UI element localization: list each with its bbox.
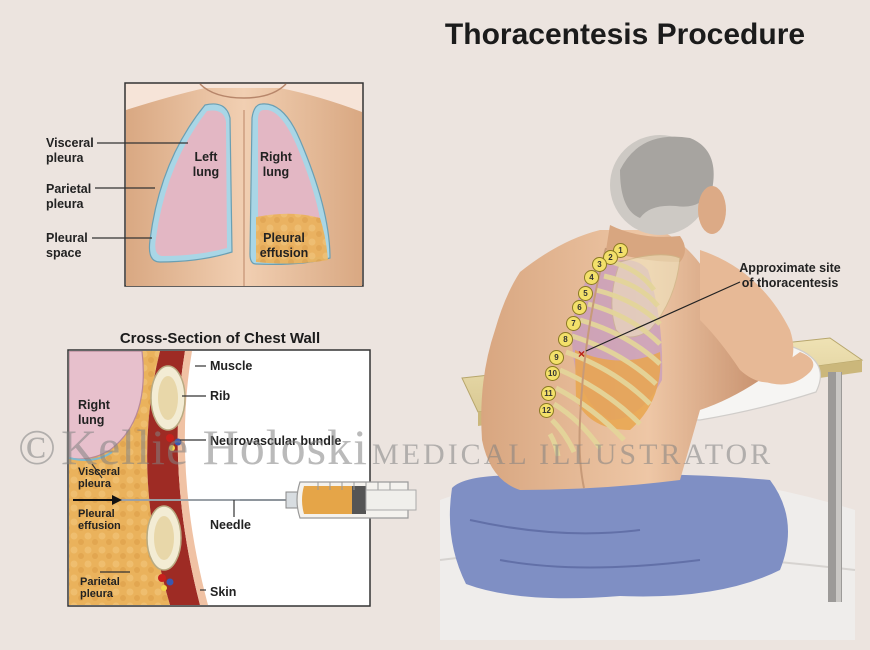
left-lung	[148, 103, 233, 263]
rib-number-8: 8	[558, 332, 573, 347]
label-pleural-space: Pleural space	[46, 231, 88, 260]
rib-number-7: 7	[566, 316, 581, 331]
rib-number-4: 4	[584, 270, 599, 285]
cs-label-neurovascular-bundle: Neurovascular bundle	[210, 434, 342, 448]
cs-label-rib: Rib	[210, 389, 231, 403]
rib-number-12: 12	[539, 403, 554, 418]
cs-label-needle: Needle	[210, 518, 251, 532]
lungs-panel	[92, 82, 364, 287]
cross-section-panel	[67, 349, 417, 607]
rib-number-9: 9	[549, 350, 564, 365]
cs-label-right-lung: Right lung	[78, 398, 110, 427]
label-left-lung: Left lung	[192, 150, 220, 179]
svg-text:×: ×	[578, 347, 585, 361]
rib-number-10: 10	[545, 366, 560, 381]
page-title: Thoracentesis Procedure	[444, 18, 806, 51]
patient-scene: ×	[439, 135, 864, 640]
rib-number-11: 11	[541, 386, 556, 401]
right-lung	[249, 103, 331, 265]
cross-section-title: Cross-Section of Chest Wall	[119, 330, 321, 347]
cs-label-skin: Skin	[210, 585, 237, 599]
cs-label-pleural-effusion: Pleural effusion	[78, 508, 121, 532]
cs-label-parietal-pleura: Parietal pleura	[80, 576, 120, 600]
label-thoracentesis-site: Approximate site of thoracentesis	[739, 261, 841, 290]
cs-label-muscle: Muscle	[210, 359, 253, 373]
cs-label-visceral-pleura: Visceral pleura	[78, 466, 121, 490]
label-parietal-pleura: Parietal pleura	[46, 182, 92, 211]
rib-number-3: 3	[592, 257, 607, 272]
rib-number-2: 2	[603, 250, 618, 265]
label-visceral-pleura: Visceral pleura	[46, 136, 94, 165]
label-pleural-effusion: Pleural effusion	[259, 231, 309, 260]
rib-number-5: 5	[578, 286, 593, 301]
rib-number-6: 6	[572, 300, 587, 315]
label-right-lung: Right lung	[260, 150, 292, 179]
syringe	[240, 481, 417, 519]
